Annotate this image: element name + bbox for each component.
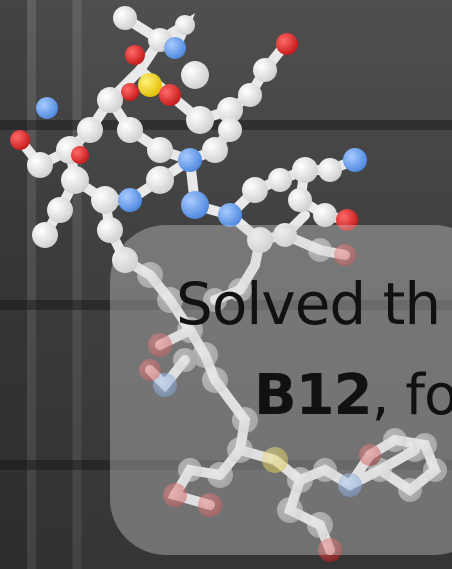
caption-line-2: B12, fo (254, 363, 452, 428)
shelf-divider (0, 300, 452, 310)
caption-line-2-rest: , fo (371, 363, 452, 428)
caption-bold-term: B12 (254, 363, 373, 428)
frosted-caption-card (110, 225, 452, 555)
caption-line-1: Solved th (176, 270, 441, 338)
